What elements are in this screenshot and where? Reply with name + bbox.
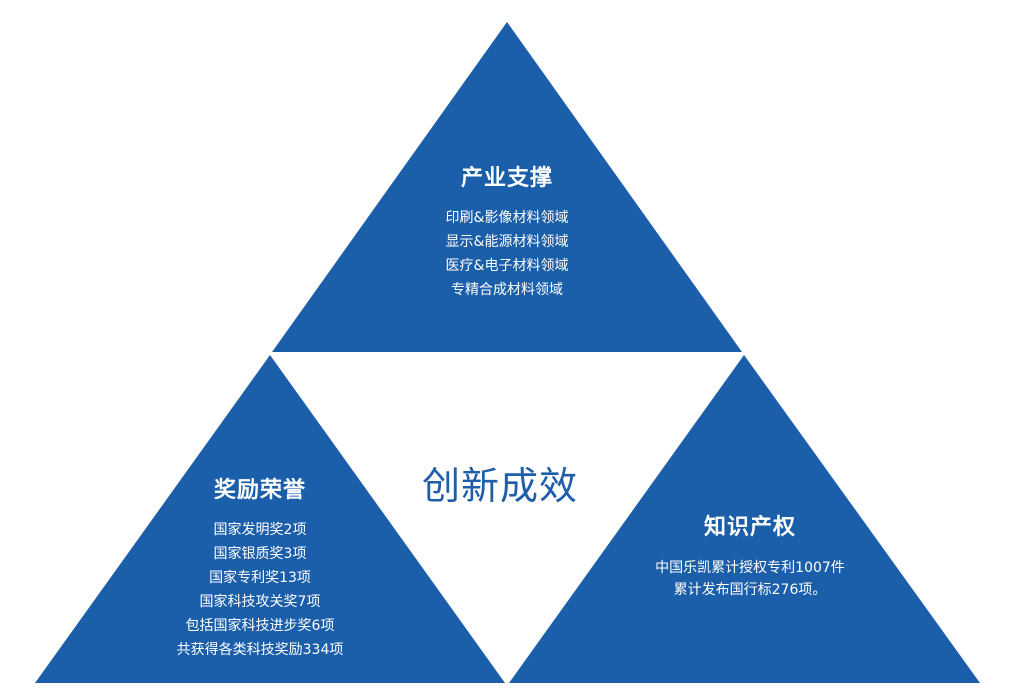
awards-item: 国家专利奖13项 bbox=[209, 570, 311, 586]
ip-item: 累计发布国行标276项。 bbox=[673, 582, 827, 598]
left-triangle bbox=[35, 355, 505, 683]
top-triangle bbox=[272, 22, 742, 352]
right-triangle bbox=[509, 355, 980, 683]
industry-support-title: 产业支撑 bbox=[460, 166, 553, 191]
ip-block: 知识产权 中国乐凯累计授权专利1007件 累计发布国行标276项。 bbox=[600, 509, 900, 601]
awards-title: 奖励荣誉 bbox=[213, 478, 306, 503]
industry-support-item: 显示&能源材料领域 bbox=[445, 234, 569, 250]
industry-support-item: 医疗&电子材料领域 bbox=[445, 258, 569, 274]
awards-item: 国家科技攻关奖7项 bbox=[199, 594, 321, 610]
awards-block: 奖励荣誉 国家发明奖2项 国家银质奖3项 国家专利奖13项 国家科技攻关奖7项 … bbox=[110, 472, 410, 662]
industry-support-item: 印刷&影像材料领域 bbox=[445, 210, 569, 226]
awards-item: 国家发明奖2项 bbox=[213, 522, 307, 538]
awards-item: 国家银质奖3项 bbox=[213, 546, 307, 562]
awards-item: 包括国家科技进步奖6项 bbox=[185, 618, 335, 634]
awards-item: 共获得各类科技奖励334项 bbox=[176, 642, 344, 658]
ip-item: 中国乐凯累计授权专利1007件 bbox=[655, 560, 845, 576]
industry-support-item: 专精合成材料领域 bbox=[451, 282, 563, 298]
ip-title: 知识产权 bbox=[703, 515, 796, 540]
center-label: 创新成效 bbox=[421, 464, 578, 508]
industry-support-block: 产业支撑 印刷&影像材料领域 显示&能源材料领域 医疗&电子材料领域 专精合成材… bbox=[357, 160, 657, 302]
